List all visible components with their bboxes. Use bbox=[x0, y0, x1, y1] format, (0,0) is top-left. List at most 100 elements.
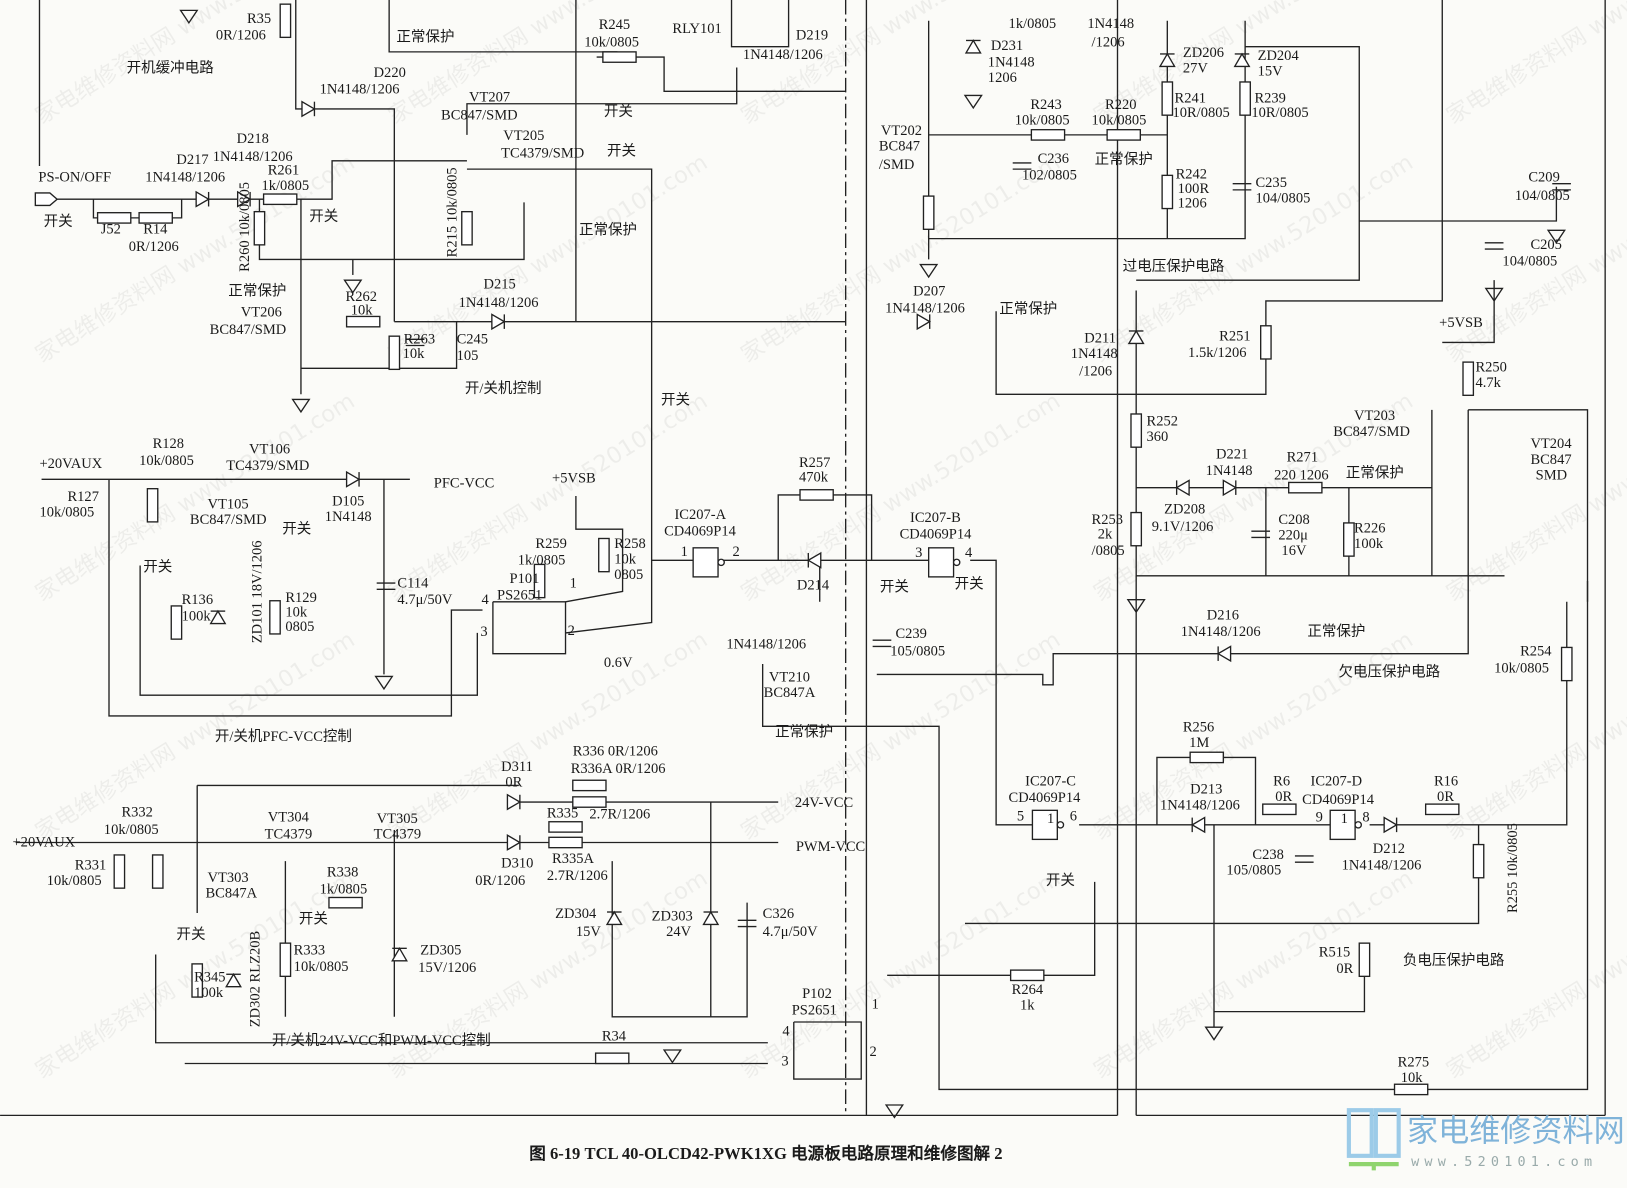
diode-icon bbox=[1233, 52, 1251, 68]
diode-icon bbox=[195, 190, 210, 208]
component-label: 0R bbox=[1437, 789, 1454, 805]
component-label: R262 bbox=[346, 289, 377, 305]
component-label: 1 bbox=[1341, 811, 1348, 827]
component-label: 1N4148 bbox=[988, 54, 1035, 70]
component-label: 1N4148/1206 bbox=[1342, 857, 1422, 873]
resistor-icon bbox=[1189, 751, 1225, 764]
ground-icon bbox=[662, 1049, 682, 1064]
watermark-text: 家电维修资料网 www.520101.com bbox=[1442, 388, 1627, 607]
component-label: 开/关机PFC-VCC控制 bbox=[215, 728, 352, 745]
component-label: 1N4148 bbox=[325, 509, 372, 525]
component-label: 10k bbox=[614, 551, 637, 567]
resistor-icon bbox=[572, 779, 607, 792]
component-label: 10k/0805 bbox=[1494, 660, 1549, 676]
figure-caption: 图 6-19 TCL 40-OLCD42-PWK1XG 电源板电路原理和维修图解… bbox=[529, 1143, 1002, 1163]
component-label: 开关 bbox=[661, 392, 690, 409]
component-label: 1N4148 bbox=[1206, 463, 1253, 479]
component-label: 开关 bbox=[282, 520, 311, 537]
component-label: PFC-VCC bbox=[434, 476, 495, 492]
component-label: R257 bbox=[799, 455, 830, 471]
diode-icon bbox=[209, 609, 227, 625]
component-label: 16V bbox=[1281, 543, 1307, 559]
resistor-icon bbox=[548, 821, 583, 833]
resistor-icon bbox=[253, 210, 266, 246]
component-label: 3 bbox=[781, 1054, 788, 1070]
component-label: ZD305 bbox=[420, 943, 461, 959]
component-label: 正常保护 bbox=[1095, 151, 1153, 168]
component-label: 2.7R/1206 bbox=[589, 807, 650, 823]
component-label: 0R/1206 bbox=[216, 27, 266, 43]
resistor-icon bbox=[1462, 361, 1475, 396]
component-label: ZD304 bbox=[555, 906, 597, 922]
component-label: 220μ bbox=[1278, 528, 1308, 544]
inverter-gate-icon bbox=[1329, 809, 1356, 841]
component-label: R136 bbox=[182, 592, 213, 608]
component-label: 1N4148 bbox=[1087, 16, 1134, 32]
component-label: R226 bbox=[1354, 520, 1385, 536]
component-label: R245 bbox=[599, 17, 630, 33]
component-label: R331 bbox=[75, 857, 106, 873]
resistor-icon bbox=[1030, 129, 1066, 141]
component-label: 1N4148/1206 bbox=[459, 295, 539, 311]
component-label: VT207 bbox=[469, 90, 510, 106]
wire bbox=[611, 861, 748, 1018]
component-label: /1206 bbox=[1092, 35, 1125, 51]
component-label: R14 bbox=[143, 221, 168, 237]
inverter-bubble bbox=[1354, 821, 1363, 829]
component-label: D310 bbox=[501, 855, 533, 871]
component-label: 0R bbox=[1336, 961, 1353, 977]
component-label: VT305 bbox=[377, 811, 418, 827]
component-label: D214 bbox=[797, 577, 830, 593]
component-label: 1N4148/1206 bbox=[213, 149, 293, 165]
component-label: ZD208 bbox=[1164, 502, 1205, 518]
component-label: 100k bbox=[182, 608, 212, 624]
component-label: 4 bbox=[481, 592, 489, 608]
component-label: D105 bbox=[332, 493, 364, 509]
component-label: 24V-VCC bbox=[795, 795, 853, 811]
component-label: 正常保护 bbox=[775, 724, 833, 741]
component-label: 104/0805 bbox=[1255, 190, 1310, 206]
component-label: 开/关机24V-VCC和PWM-VCC控制 bbox=[272, 1032, 491, 1049]
component-label: VT204 bbox=[1530, 436, 1572, 452]
resistor-icon bbox=[594, 1052, 630, 1065]
ground-icon bbox=[919, 263, 939, 279]
component-label: 1M bbox=[1189, 735, 1209, 751]
wire bbox=[565, 495, 624, 603]
component-label: 开机缓冲电路 bbox=[127, 60, 215, 77]
diode-icon bbox=[1222, 479, 1238, 497]
diode-icon bbox=[506, 793, 522, 811]
component-label: 1 bbox=[681, 544, 688, 560]
resistor-icon bbox=[1343, 522, 1355, 557]
component-label: TC4379/SMD bbox=[226, 458, 309, 474]
resistor-icon bbox=[191, 963, 204, 998]
component-label: R258 bbox=[614, 536, 645, 552]
component-label: R264 bbox=[1012, 982, 1044, 998]
component-label: R259 bbox=[535, 536, 566, 552]
wire bbox=[57, 160, 467, 200]
wire bbox=[995, 622, 1033, 826]
component-label: VT206 bbox=[241, 304, 282, 320]
component-label: 102/0805 bbox=[1022, 167, 1077, 183]
component-label: 开关 bbox=[1046, 872, 1075, 889]
component-label: R251 bbox=[1219, 328, 1250, 344]
ground-icon bbox=[1484, 287, 1504, 303]
resistor-icon bbox=[279, 3, 292, 39]
resistor-icon bbox=[1393, 1083, 1429, 1096]
component-label: VT304 bbox=[268, 810, 310, 826]
component-label: BC847/SMD bbox=[1333, 424, 1410, 440]
component-label: 10R/0805 bbox=[1251, 105, 1308, 121]
wire bbox=[1136, 46, 1360, 281]
component-label: C208 bbox=[1278, 512, 1309, 528]
component-label: R35 bbox=[247, 11, 271, 27]
component-label: VT105 bbox=[208, 496, 249, 512]
component-label: VT210 bbox=[769, 670, 810, 686]
component-label: ZD303 bbox=[652, 908, 693, 924]
component-label: 欠电压保护电路 bbox=[1339, 663, 1441, 680]
component-label: BC847A bbox=[764, 685, 816, 701]
resistor-icon bbox=[598, 537, 610, 573]
logo-url: www.520101.com bbox=[1411, 1154, 1597, 1170]
component-label: 220 1206 bbox=[1274, 467, 1328, 483]
wire bbox=[92, 199, 183, 219]
component-label: C205 bbox=[1530, 237, 1561, 253]
